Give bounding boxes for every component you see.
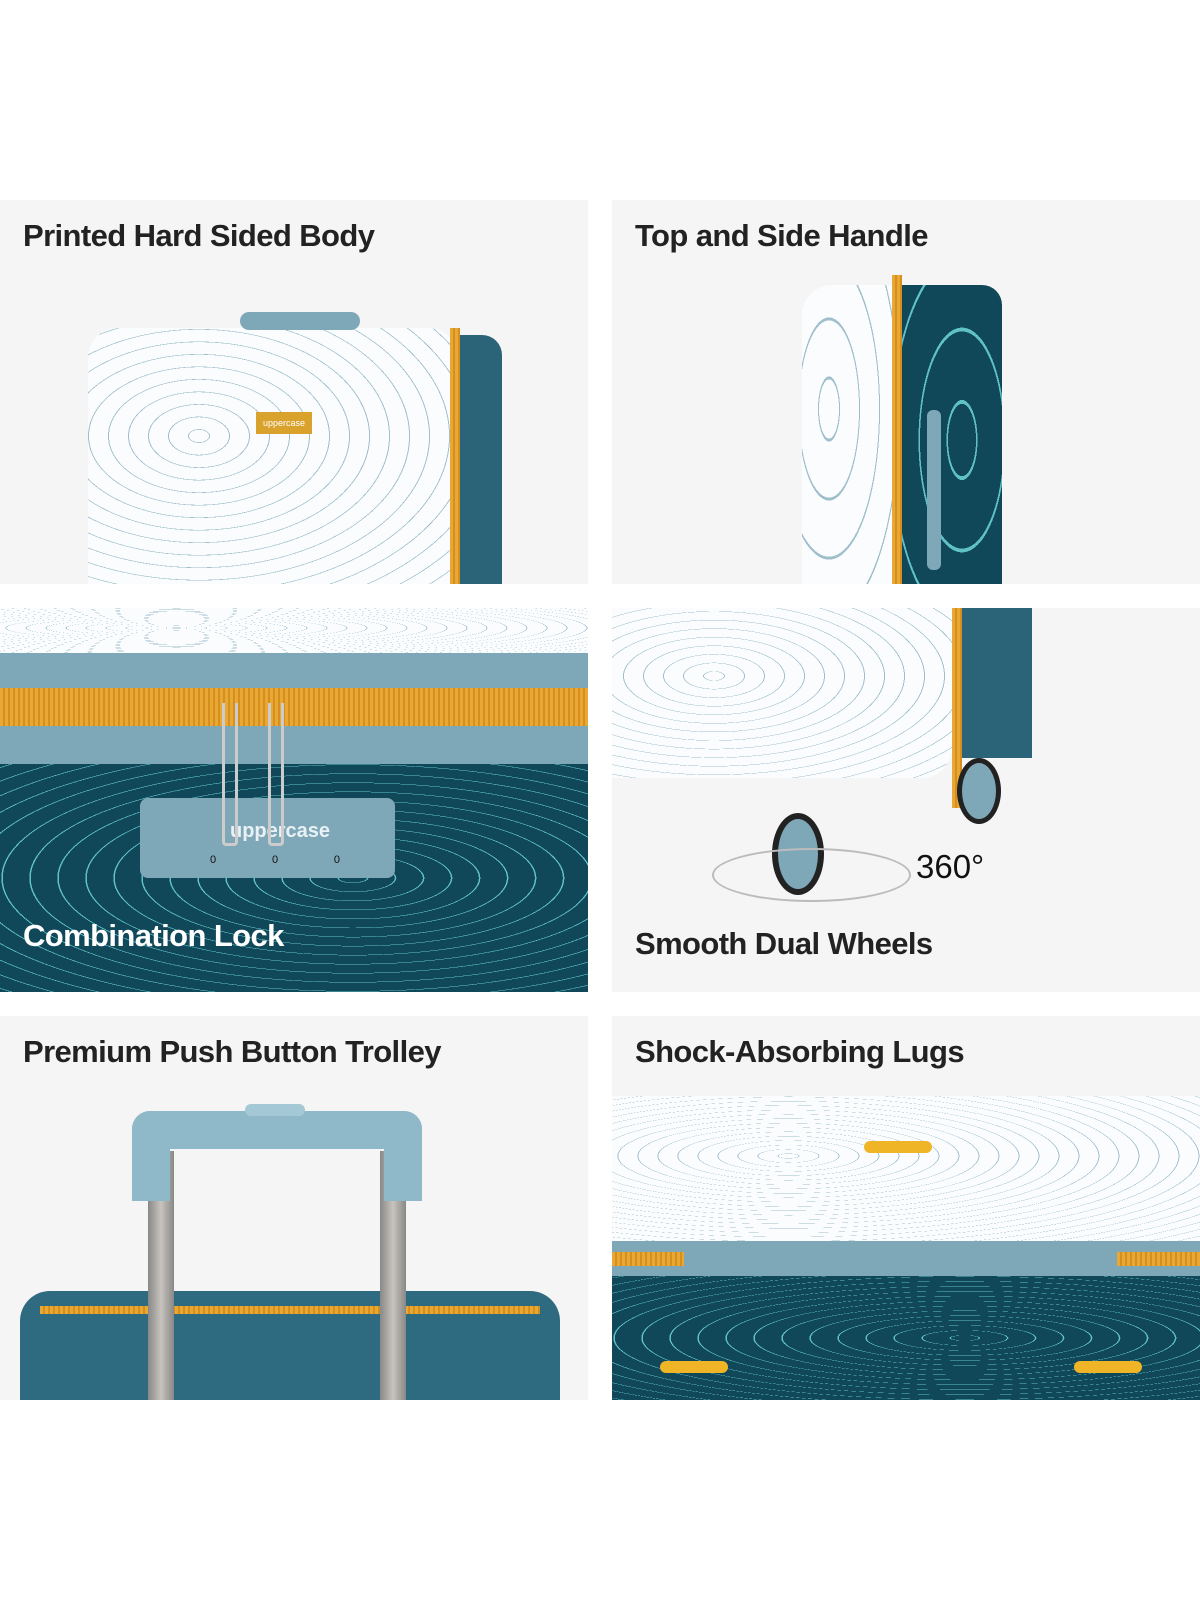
suitcase-shell-image	[0, 608, 588, 658]
lock-dials: 0 0 0	[210, 854, 340, 866]
zipper	[892, 275, 902, 584]
zipper-pull	[222, 703, 238, 846]
panel-title: Shock-Absorbing Lugs	[635, 1034, 965, 1069]
lug	[1074, 1361, 1142, 1373]
brand-logo-badge: uppercase	[256, 412, 312, 434]
suitcase-side	[962, 608, 1032, 758]
dial: 0	[271, 854, 279, 866]
panel-title: Smooth Dual Wheels	[635, 926, 933, 961]
panel-title: Combination Lock	[23, 918, 284, 953]
combination-lock: uppercase 0 0 0	[140, 798, 395, 878]
panel-title: Printed Hard Sided Body	[23, 218, 375, 253]
rotation-label: 360°	[916, 848, 985, 885]
zipper	[1117, 1252, 1200, 1266]
lock-brand-text: uppercase	[230, 820, 331, 842]
side-handle	[927, 410, 941, 570]
dial: 0	[210, 854, 217, 866]
zipper-pull	[268, 703, 284, 846]
lug	[864, 1141, 932, 1153]
top-handle	[240, 312, 360, 330]
panel-top-and-side-handle: Top and Side Handle	[612, 200, 1200, 584]
panel-smooth-dual-wheels: 360° Smooth Dual Wheels	[612, 608, 1200, 992]
dial: 0	[333, 854, 340, 866]
zipper	[0, 688, 588, 726]
zipper	[612, 1252, 684, 1266]
panel-shock-absorbing-lugs: Shock-Absorbing Lugs	[612, 1016, 1200, 1400]
suitcase-side-image	[902, 285, 1002, 584]
suitcase-dark-body	[612, 1276, 1200, 1400]
lug	[660, 1361, 728, 1373]
push-button	[245, 1104, 305, 1116]
rotation-arrow-icon	[712, 848, 911, 902]
suitcase-body-image	[612, 608, 952, 778]
panel-combination-lock: uppercase 0 0 0 Combination Lock	[0, 608, 588, 992]
suitcase-body-image	[88, 328, 458, 584]
trolley-handle	[132, 1111, 422, 1201]
suitcase-side	[460, 335, 502, 584]
suitcase-front-image	[802, 285, 892, 584]
wheel	[957, 758, 1001, 824]
panel-title: Premium Push Button Trolley	[23, 1034, 441, 1069]
frame-rail	[0, 653, 588, 688]
zipper	[952, 608, 962, 808]
panel-push-button-trolley: Premium Push Button Trolley	[0, 1016, 588, 1400]
panel-printed-hard-sided-body: Printed Hard Sided Body uppercase	[0, 200, 588, 584]
frame-rail	[612, 1241, 1200, 1276]
zipper	[450, 328, 460, 584]
zipper	[40, 1306, 540, 1314]
panel-title: Top and Side Handle	[635, 218, 928, 253]
frame-rail	[0, 726, 588, 764]
suitcase-body-image	[612, 1096, 1200, 1246]
